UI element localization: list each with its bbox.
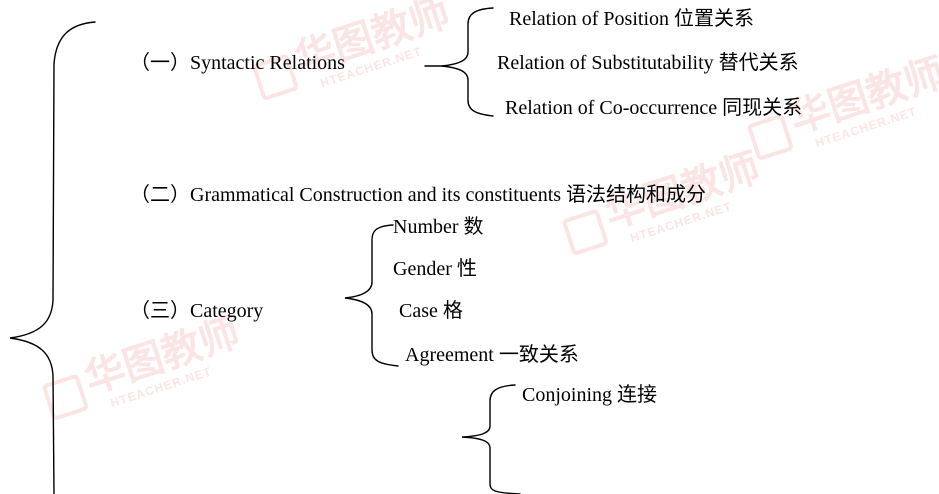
section3-item-number: Number 数 — [393, 216, 484, 238]
section3-item-case: Case 格 — [399, 300, 463, 322]
section1-item-position: Relation of Position 位置关系 — [509, 8, 754, 30]
section3-brace — [344, 224, 399, 367]
outer-brace — [9, 21, 96, 494]
section1-heading: （一）Syntactic Relations — [130, 52, 345, 74]
section3-item-gender: Gender 性 — [393, 258, 477, 280]
section3-heading: （三）Category — [130, 300, 264, 322]
section4-brace — [461, 384, 521, 494]
section4-item-conjoining: Conjoining 连接 — [522, 384, 658, 406]
section1-item-cooccurrence: Relation of Co-occurrence 同现关系 — [505, 97, 803, 119]
section2-heading: （二）Grammatical Construction and its cons… — [130, 184, 707, 206]
section1-item-substitutability: Relation of Substitutability 替代关系 — [497, 52, 799, 74]
section3-item-agreement: Agreement 一致关系 — [405, 344, 579, 366]
section1-brace — [441, 7, 494, 117]
